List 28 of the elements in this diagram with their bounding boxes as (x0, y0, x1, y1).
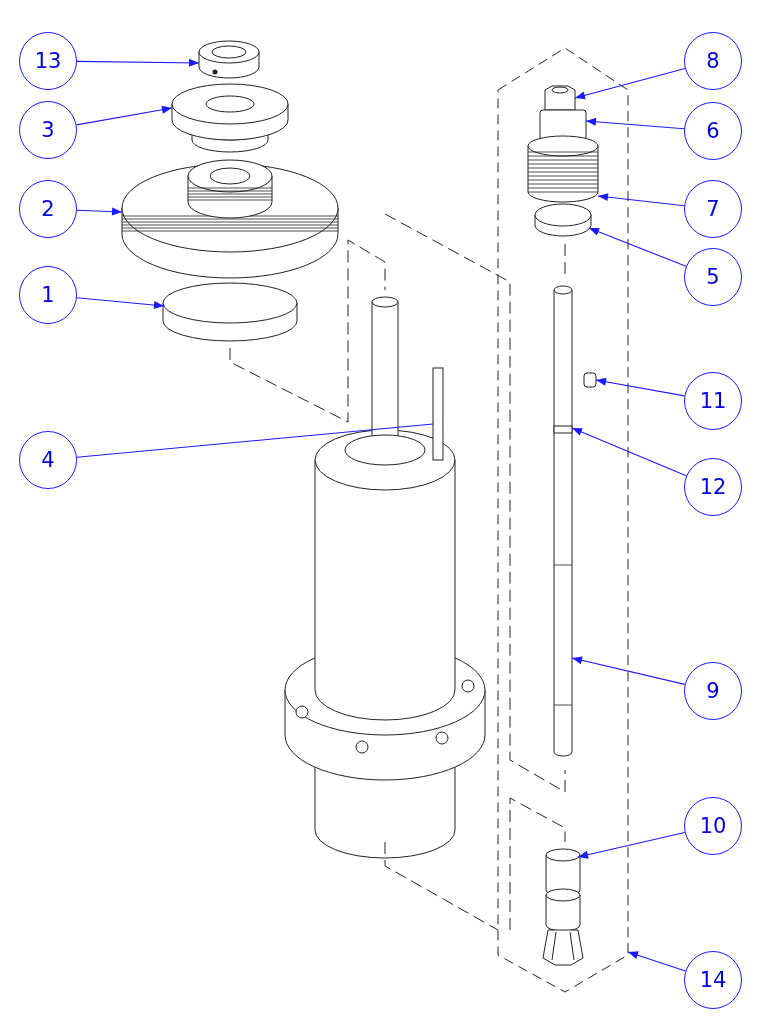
leader-line (76, 105, 173, 126)
callout-number: 2 (19, 180, 77, 238)
leader-line (588, 227, 687, 267)
callout-number: 5 (684, 248, 742, 306)
leader-line (571, 656, 686, 685)
leader-line (585, 117, 685, 130)
callout-number: 7 (684, 180, 742, 238)
leader-line (574, 67, 686, 100)
leader-line (76, 58, 200, 67)
callout-number: 10 (684, 797, 742, 855)
leader-line (76, 423, 434, 458)
callout-number: 6 (684, 102, 742, 160)
callout-number: 11 (684, 372, 742, 430)
callout-number: 9 (684, 662, 742, 720)
leader-line (76, 297, 165, 310)
callout-number: 12 (684, 458, 742, 516)
leader-line (577, 831, 686, 859)
leader-line (76, 207, 123, 216)
callout-number: 8 (684, 32, 742, 90)
callout-number: 13 (19, 32, 77, 90)
callout-number: 1 (19, 266, 77, 324)
leader-line (597, 193, 685, 207)
leader-line (595, 377, 686, 397)
leader-line (571, 427, 687, 477)
callout-number: 4 (19, 431, 77, 489)
leader-line (627, 951, 687, 972)
callout-number: 14 (684, 951, 742, 1009)
callout-number: 3 (19, 101, 77, 159)
